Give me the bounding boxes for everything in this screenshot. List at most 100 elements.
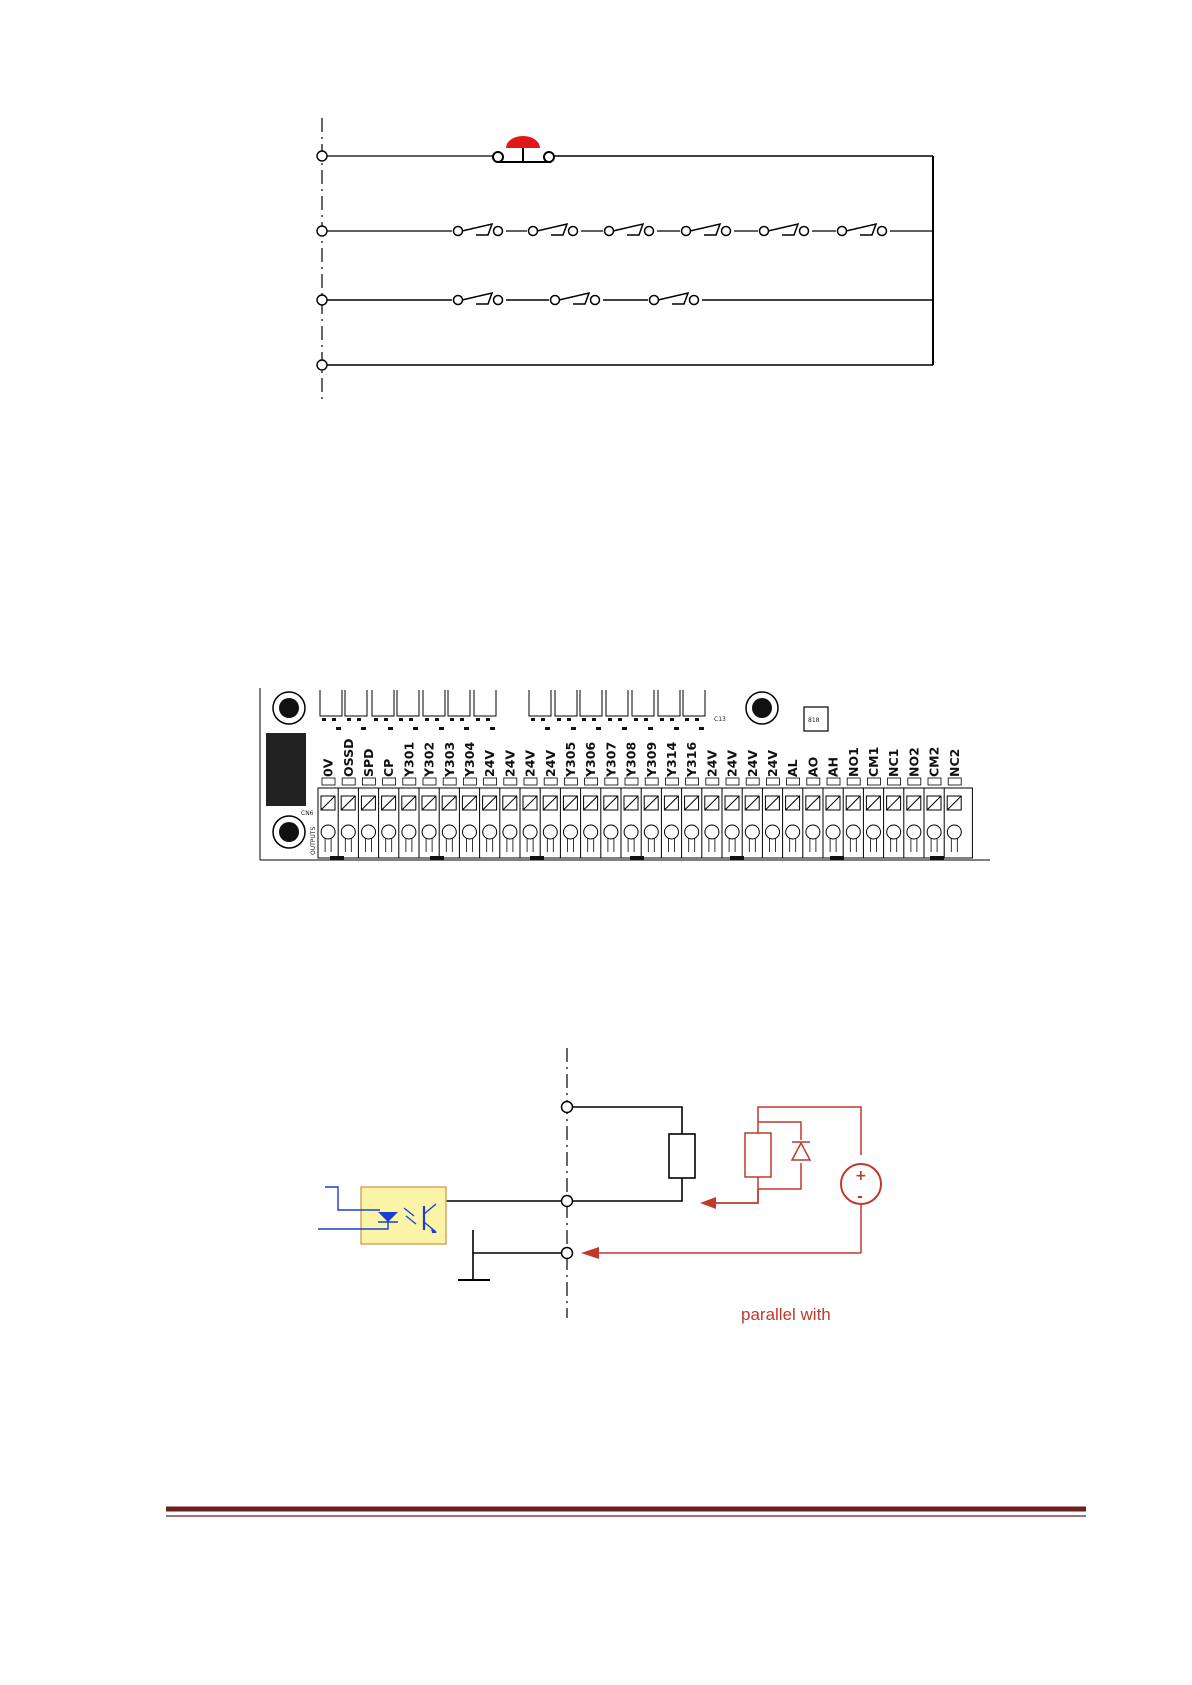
terminal-node (562, 1102, 573, 1113)
terminal-screw (341, 796, 355, 810)
terminal-node (317, 226, 327, 236)
terminal-label: 24V (543, 750, 558, 777)
terminal-screw (846, 796, 860, 810)
relay-outline (555, 690, 577, 716)
terminal-screw (786, 796, 800, 810)
terminal-screw (947, 796, 961, 810)
relay-outline (448, 690, 470, 716)
relay-outlines (320, 690, 705, 730)
terminal-label: 24V (502, 750, 517, 777)
relay-outline (580, 690, 602, 716)
optocoupler-icon (318, 1187, 446, 1244)
terminal-node (562, 1196, 573, 1207)
terminal-label: Y307 (603, 742, 618, 778)
terminal-screw (664, 796, 678, 810)
terminal-label: 24V (523, 750, 538, 777)
terminal-label: Y309 (644, 742, 659, 778)
bottom-wiring-diagram: + - parallel with (318, 1048, 881, 1324)
relay-outline (529, 690, 551, 716)
relay-outline (345, 690, 367, 716)
nc-switch-icon (452, 292, 506, 308)
minus-sign: - (857, 1189, 863, 1205)
relay-outline (658, 690, 680, 716)
terminal-screw (543, 796, 557, 810)
terminal-screw (887, 796, 901, 810)
terminal-label: Y308 (624, 742, 639, 778)
terminal-screw (442, 796, 456, 810)
connector-label: CN6 (301, 810, 314, 817)
terminal-label: 0V (321, 758, 336, 777)
mounting-hole-icon (746, 692, 778, 724)
terminal-label: Y301 (401, 742, 416, 778)
terminal-screw (382, 796, 396, 810)
terminal-screw (361, 796, 375, 810)
outputs-side-label: OUTPUTS (310, 827, 317, 855)
terminal-label: 24V (745, 750, 760, 777)
terminal-node (317, 151, 327, 161)
relay-outline (423, 690, 445, 716)
terminal-screw (402, 796, 416, 810)
terminal-label: AL (785, 759, 800, 777)
nc-switch-icon (527, 223, 581, 239)
relay-outline (372, 690, 394, 716)
terminal-label: NC2 (947, 749, 962, 777)
terminal-label: AH (826, 757, 841, 777)
relay-outline (474, 690, 496, 716)
terminal-label: NC1 (886, 749, 901, 777)
terminal-label: Y314 (664, 742, 679, 778)
nc-switch-icon (836, 223, 890, 239)
terminal-label: CP (381, 759, 396, 777)
nc-switch-icon (603, 223, 657, 239)
terminal-screw (866, 796, 880, 810)
terminal-screw (462, 796, 476, 810)
terminal-screw (826, 796, 840, 810)
terminal-label: 24V (765, 750, 780, 777)
terminal-screw (806, 796, 820, 810)
terminal-label: Y304 (462, 742, 477, 778)
terminal-label: Y316 (684, 742, 699, 778)
terminal-label: Y305 (563, 742, 578, 778)
terminal-screw (927, 796, 941, 810)
relay-outline (632, 690, 654, 716)
terminal-label: Y303 (442, 742, 457, 778)
nc-switch-icon (549, 292, 603, 308)
terminal-node (317, 295, 327, 305)
relay-outline (320, 690, 342, 716)
nc-switch-icon (452, 223, 506, 239)
terminal-label: Y306 (583, 742, 598, 778)
relay-outline (606, 690, 628, 716)
terminal-label: NO1 (846, 747, 861, 777)
terminal-screw (765, 796, 779, 810)
mounting-hole-icon (273, 816, 305, 848)
diode-icon (792, 1142, 810, 1160)
terminal-screw (321, 796, 335, 810)
terminal-label: CM2 (927, 747, 942, 777)
relay-outline (397, 690, 419, 716)
terminal-screw (907, 796, 921, 810)
nc-switch-icon (648, 292, 702, 308)
parallel-note: parallel with (741, 1305, 831, 1324)
terminal-screw (563, 796, 577, 810)
terminal-screw (644, 796, 658, 810)
terminal-node (562, 1248, 573, 1259)
plus-sign: + (855, 1168, 867, 1184)
arrow-head-icon (700, 1197, 716, 1209)
terminal-label: SPD (361, 748, 376, 777)
relay-outline (683, 690, 705, 716)
footer-rule (166, 1509, 1086, 1516)
terminal-label: Y302 (422, 742, 437, 778)
mounting-hole-icon (273, 692, 305, 724)
arrow-head-icon (581, 1247, 599, 1259)
terminal-screw (503, 796, 517, 810)
terminal-screw (422, 796, 436, 810)
external-power-circuit (598, 1107, 881, 1253)
capacitor-label: C13 (714, 716, 726, 723)
terminal-screw (523, 796, 537, 810)
emergency-stop-icon (493, 136, 554, 162)
terminal-label: 24V (704, 750, 719, 777)
terminal-label: NO2 (906, 747, 921, 777)
terminal-screw (685, 796, 699, 810)
terminal-screw (604, 796, 618, 810)
